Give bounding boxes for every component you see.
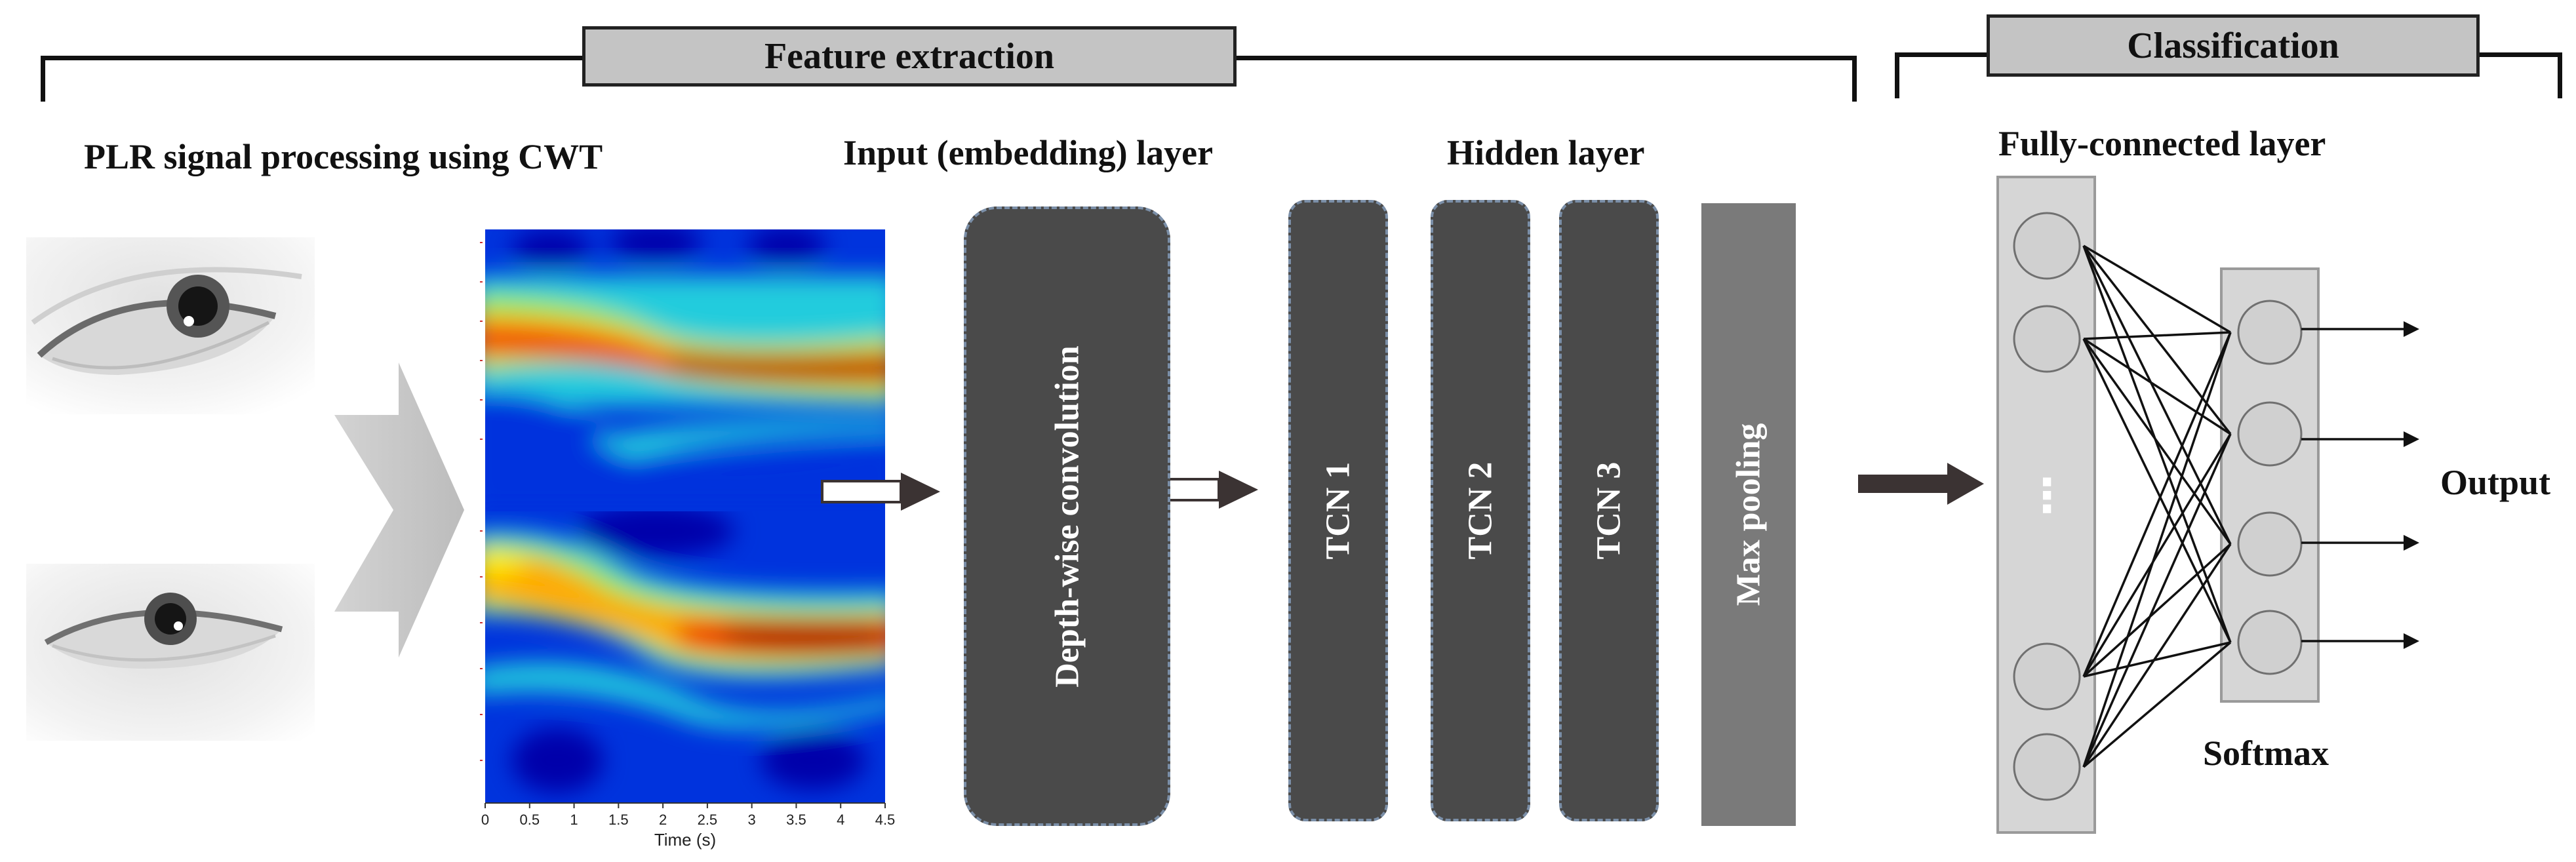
output-arrow-icon — [2404, 633, 2419, 649]
plr-signal-label: PLR signal processing using CWT — [84, 137, 603, 176]
fc-ellipsis: ⋮ — [2024, 470, 2070, 521]
output-arrow-icon — [2404, 321, 2419, 337]
tcn1-label: TCN 1 — [1319, 461, 1357, 560]
cwt-x-label: Time (s) — [654, 830, 716, 850]
classification-header: Classification — [1987, 14, 2480, 77]
eye-image-bottom — [26, 564, 315, 741]
tcn1-block: TCN 1 — [1288, 200, 1388, 821]
cwt-x-axis: 0 0.5 1 1.5 2 2.5 3 3.5 4 4.5 — [481, 803, 895, 828]
cwt-x-tick-label: 2.5 — [698, 812, 718, 828]
feature-extraction-header: Feature extraction — [582, 26, 1237, 87]
fc-node — [2013, 733, 2081, 801]
tcn2-block: TCN 2 — [1431, 200, 1530, 821]
softmax-label: Softmax — [2203, 734, 2329, 773]
maxpool-label: Max pooling — [1730, 423, 1768, 606]
softmax-node — [2237, 401, 2303, 467]
output-arrow-icon — [2404, 431, 2419, 447]
maxpool-block: Max pooling — [1701, 203, 1796, 826]
arrow-cwt-to-input-icon — [821, 473, 940, 511]
cwt-x-tick-label: 4.5 — [875, 812, 896, 828]
depthwise-conv-block: Depth-wise convolution — [964, 206, 1170, 826]
cwt-x-tick-label: 3.5 — [786, 812, 806, 828]
cwt-scalogram: 0 0.5 1 1.5 2 2.5 3 3.5 4 4.5 Time (s) — [480, 229, 895, 850]
input-layer-label: Input (embedding) layer — [843, 133, 1214, 172]
fc-network: ⋮ — [1996, 176, 2419, 834]
fc-node — [2013, 305, 2081, 373]
output-arrow-icon — [2404, 535, 2419, 551]
eye-image-top — [26, 237, 315, 414]
tcn3-block: TCN 3 — [1559, 200, 1659, 821]
cwt-x-tick-label: 4 — [837, 812, 844, 828]
tcn3-label: TCN 3 — [1590, 461, 1628, 560]
fc-layer-box — [1996, 176, 2096, 834]
softmax-node — [2237, 300, 2303, 365]
big-chevron-arrow-icon — [334, 362, 464, 657]
cwt-x-tick-label: 1.5 — [608, 812, 629, 828]
arrow-to-classification-icon — [1858, 463, 1984, 505]
cwt-x-tick-label: 3 — [748, 812, 756, 828]
fc-node — [2013, 642, 2081, 711]
fc-layer-label: Fully-connected layer — [1998, 124, 2326, 163]
depthwise-conv-label: Depth-wise convolution — [1048, 345, 1086, 688]
cwt-x-tick-label: 0 — [481, 812, 489, 828]
output-label: Output — [2440, 463, 2551, 502]
fc-node — [2013, 212, 2081, 280]
hidden-layer-label: Hidden layer — [1447, 133, 1645, 172]
cwt-x-tick-label: 1 — [570, 812, 578, 828]
cwt-x-tick-label: 0.5 — [519, 812, 540, 828]
tcn2-label: TCN 2 — [1461, 461, 1499, 560]
softmax-node — [2237, 610, 2303, 675]
softmax-node — [2237, 511, 2303, 577]
cwt-x-tick-label: 2 — [659, 812, 667, 828]
